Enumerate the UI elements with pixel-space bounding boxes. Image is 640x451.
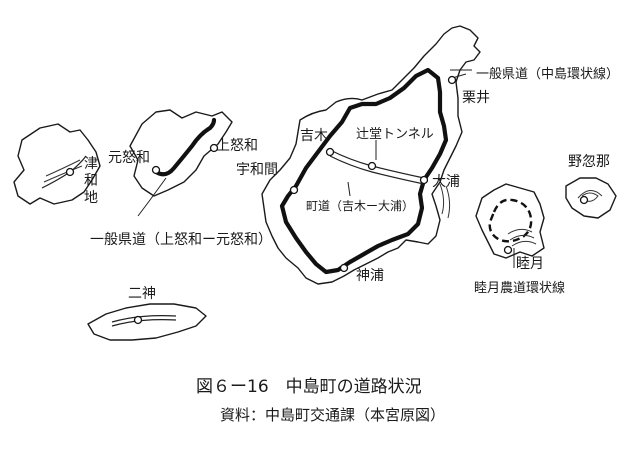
label-kamiwawa: 上怒和 [216,138,258,154]
label-oura: 大浦 [432,174,460,190]
konoura-point [339,263,349,273]
label-nogutsuna: 野忽那 [568,154,610,170]
figure-title: 図６ー16 中島町の道路状況 [196,377,422,397]
futagami-island [87,303,207,341]
mutsuki-point [503,245,513,255]
label-tsujido-tunnel: 辻堂トンネル [356,127,434,142]
nogutsuna-point [579,195,589,205]
tsuwaji-point [65,167,75,177]
label-yoshiki: 吉木 [300,128,328,144]
mutsuki-farm-road [488,198,533,243]
label-town-road: 町道（吉木ー大浦） [306,199,414,213]
wawa-island [129,109,233,217]
uwama-point [289,185,299,195]
mutsuki-island [475,183,545,268]
label-motowawa: 元怒和 [108,150,150,166]
tunnel-point [367,161,377,171]
figure-source: 資料：中島町交通課（本宮原図） [220,406,445,424]
label-mutsuki: 睦月 [516,256,544,272]
label-mutsuki-farm-road: 睦月農道環状線 [474,280,565,296]
pref-road-wawa [153,117,217,177]
label-pref-road-wawa: 一般県道（上怒和ー元怒和） [90,232,272,248]
label-kuriri: 栗井 [462,90,490,106]
nogutsuna-island [565,177,617,219]
label-futagami: 二神 [128,286,156,302]
futagami-point [133,315,143,325]
label-tsuwaji: 津和地 [84,156,98,206]
oura-point [419,175,429,185]
label-konoura: 神浦 [356,268,384,284]
kamiwawa-point [209,143,219,153]
kuriri-point [447,75,457,85]
label-pref-road-loop: 一般県道（中島環状線） [476,66,619,82]
pref-road-loop [279,67,449,275]
label-uwama: 宇和間 [236,162,278,178]
motowawa-point [151,165,161,175]
nakajima-island [261,25,481,285]
yoshiki-point [325,147,335,157]
